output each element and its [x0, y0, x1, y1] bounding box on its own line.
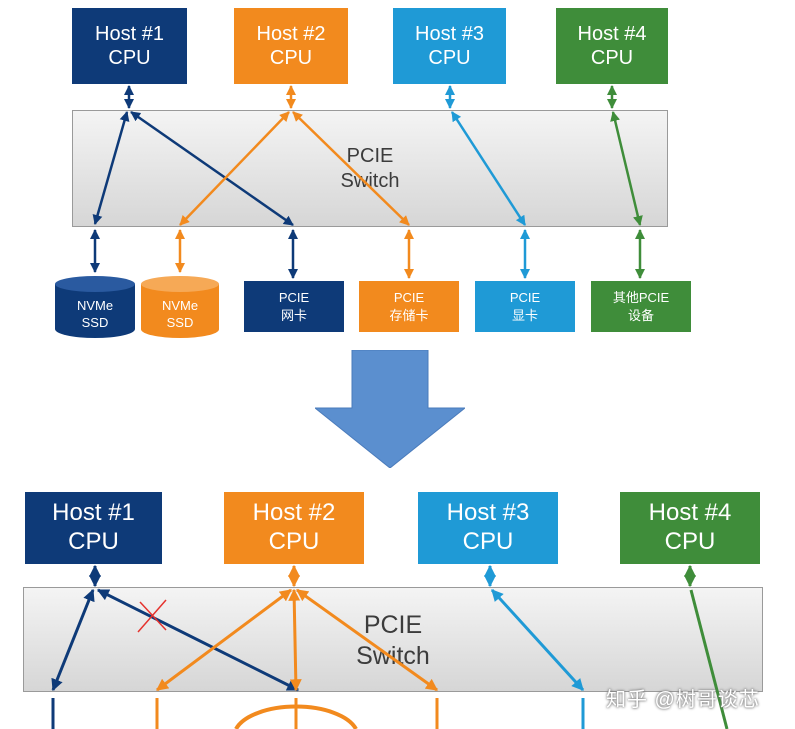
host-4-bottom-name: Host #4 — [648, 499, 732, 527]
host-3-top-cpu: CPU — [428, 47, 471, 69]
host-3-top-name: Host #3 — [415, 23, 484, 45]
pcie-storage-card-line1: PCIE — [393, 289, 425, 305]
host-1-cpu-bottom: Host #1 CPU — [25, 492, 162, 564]
host-1-bottom-name: Host #1 — [52, 499, 135, 527]
switch-top-line2: Switch — [340, 170, 400, 192]
host-1-cpu-top: Host #1 CPU — [72, 8, 187, 84]
host-1-top-name: Host #1 — [95, 23, 164, 45]
host-4-top-cpu: CPU — [590, 47, 634, 69]
switch-bottom-line1: PCIE — [363, 611, 423, 639]
host-4-top-name: Host #4 — [577, 23, 647, 45]
pcie-switch-bottom-label: PCIE Switch — [340, 610, 446, 673]
host-2-bottom-cpu: CPU — [268, 528, 320, 555]
watermark: 知乎 @树哥谈芯 — [606, 689, 760, 711]
host-2-cpu-bottom: Host #2 CPU — [224, 492, 364, 564]
down-arrow-icon — [315, 350, 465, 468]
host-3-bottom-name: Host #3 — [446, 499, 530, 527]
pcie-nic-line2: 网卡 — [280, 307, 307, 323]
host-2-bottom-name: Host #2 — [252, 499, 336, 527]
host-4-cpu-bottom: Host #4 CPU — [620, 492, 760, 564]
pcie-switch-top-label: PCIE Switch — [320, 144, 420, 194]
other-pcie-device: 其他PCIE 设备 — [591, 281, 691, 332]
highlight-ring — [234, 704, 358, 729]
nvme-ssd-1-line1: NVMe — [76, 297, 114, 313]
pcie-gpu-line2: 显卡 — [511, 307, 538, 323]
nvme-ssd-2-line2: SSD — [166, 315, 194, 331]
switch-bottom-line2: Switch — [356, 642, 430, 671]
host-1-bottom-cpu: CPU — [68, 528, 119, 555]
nvme-ssd-1-line2: SSD — [81, 315, 109, 331]
other-pcie-device-line1: 其他PCIE — [612, 289, 670, 305]
host-3-cpu-top: Host #3 CPU — [393, 8, 506, 84]
other-pcie-device-line2: 设备 — [627, 307, 654, 323]
switch-top-line1: PCIE — [346, 145, 394, 167]
host-4-bottom-cpu: CPU — [664, 528, 716, 555]
pcie-gpu: PCIE 显卡 — [475, 281, 575, 332]
pcie-storage-card-line2: 存储卡 — [389, 307, 429, 323]
host-1-top-cpu: CPU — [108, 47, 151, 69]
host-2-top-name: Host #2 — [256, 23, 326, 45]
host-2-top-cpu: CPU — [269, 47, 313, 69]
pcie-storage-card: PCIE 存储卡 — [359, 281, 459, 332]
pcie-gpu-line1: PCIE — [509, 289, 541, 305]
host-2-cpu-top: Host #2 CPU — [234, 8, 348, 84]
host-4-cpu-top: Host #4 CPU — [556, 8, 668, 84]
pcie-nic-line1: PCIE — [278, 289, 310, 305]
nvme-ssd-1: NVMe SSD — [55, 276, 135, 338]
host-3-bottom-cpu: CPU — [462, 528, 514, 555]
pcie-nic: PCIE 网卡 — [244, 281, 344, 332]
nvme-ssd-2-line1: NVMe — [161, 297, 199, 313]
nvme-ssd-2: NVMe SSD — [141, 276, 219, 338]
host-3-cpu-bottom: Host #3 CPU — [418, 492, 558, 564]
